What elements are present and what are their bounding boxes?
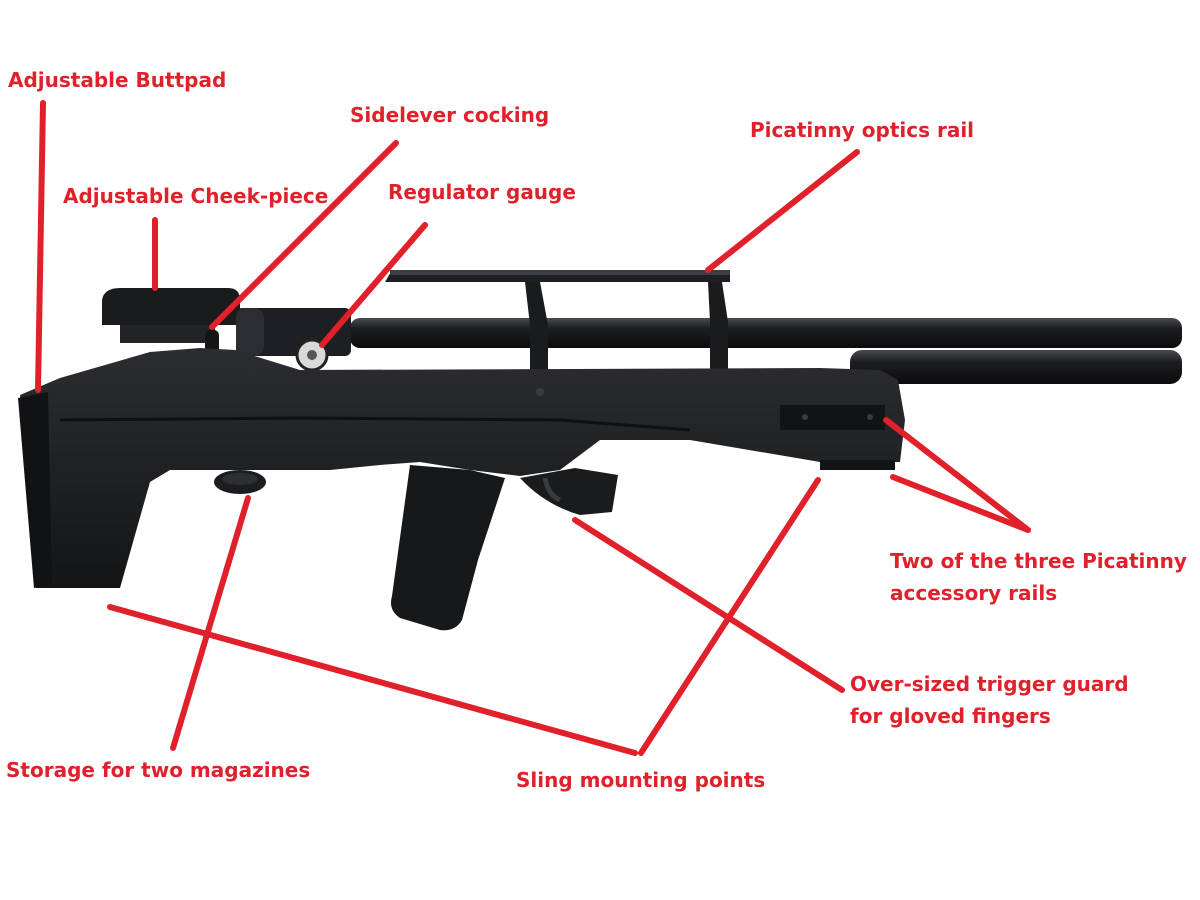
label-regulator-gauge: Regulator gauge — [388, 180, 576, 204]
label-adjustable-buttpad: Adjustable Buttpad — [8, 68, 227, 92]
buttpad — [18, 392, 52, 588]
label-accessory-rails: Two of the three Picatinny accessory rai… — [890, 545, 1187, 609]
accessory-rail-leader-1 — [883, 417, 1031, 533]
label-trigger-guard: Over-sized trigger guard for gloved fing… — [850, 668, 1129, 732]
label-magazine-storage: Storage for two magazines — [6, 758, 311, 782]
magazine-storage — [214, 470, 266, 494]
buttpad-leader — [35, 100, 46, 393]
label-trigger-guard-line2: for gloved fingers — [850, 704, 1051, 728]
label-accessory-rails-line2: accessory rails — [890, 581, 1058, 605]
sling-leader-2 — [638, 477, 821, 756]
label-adjustable-cheek-piece: Adjustable Cheek-piece — [63, 184, 329, 208]
pistol-grip — [391, 465, 505, 631]
accessory-rails — [780, 405, 895, 470]
label-accessory-rails-line1: Two of the three Picatinny — [890, 549, 1187, 573]
stock-body — [20, 348, 905, 588]
sling-leader-1 — [107, 604, 638, 756]
magazine-leader — [170, 495, 251, 751]
label-picatinny-optics-rail: Picatinny optics rail — [750, 118, 975, 142]
cheek-piece — [102, 288, 240, 343]
regulator-leader — [319, 222, 428, 348]
lower-barrel — [850, 350, 1182, 384]
label-sidelever-cocking: Sidelever cocking — [350, 103, 550, 127]
label-sling-mounting-points: Sling mounting points — [516, 768, 766, 792]
sidelever-leader — [209, 140, 399, 330]
trigger-guard — [520, 468, 618, 515]
label-trigger-guard-line1: Over-sized trigger guard — [850, 672, 1129, 696]
optics-rail — [385, 270, 730, 372]
accessory-rail-leader-2 — [890, 474, 1031, 533]
trigger-guard-leader — [572, 517, 845, 693]
upper-barrel — [350, 318, 1182, 348]
optics-rail-leader — [705, 149, 860, 273]
regulator-gauge — [295, 338, 329, 372]
annotation-lines — [35, 100, 1031, 756]
